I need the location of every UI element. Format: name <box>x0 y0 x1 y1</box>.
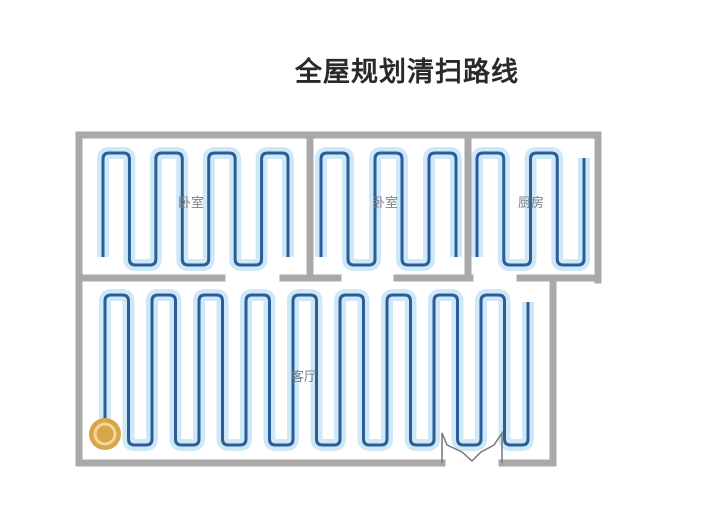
route-bedroom-1 <box>101 151 290 267</box>
robot-vacuum-icon <box>89 418 121 450</box>
room-label-bedroom-2: 卧室 <box>372 195 398 211</box>
room-label-kitchen: 厨房 <box>518 195 544 211</box>
cleaning-routes <box>97 147 590 451</box>
diagram-title: 全屋规划清扫路线 <box>295 57 519 88</box>
door-icon <box>441 430 503 463</box>
route-kitchen <box>475 151 586 267</box>
walls <box>75 131 602 467</box>
route-bedroom-2 <box>319 151 458 267</box>
entrance-door <box>441 430 503 463</box>
route-living-room <box>103 293 530 447</box>
room-label-bedroom-1: 卧室 <box>178 195 204 211</box>
room-label-living-room: 客厅 <box>291 369 317 385</box>
